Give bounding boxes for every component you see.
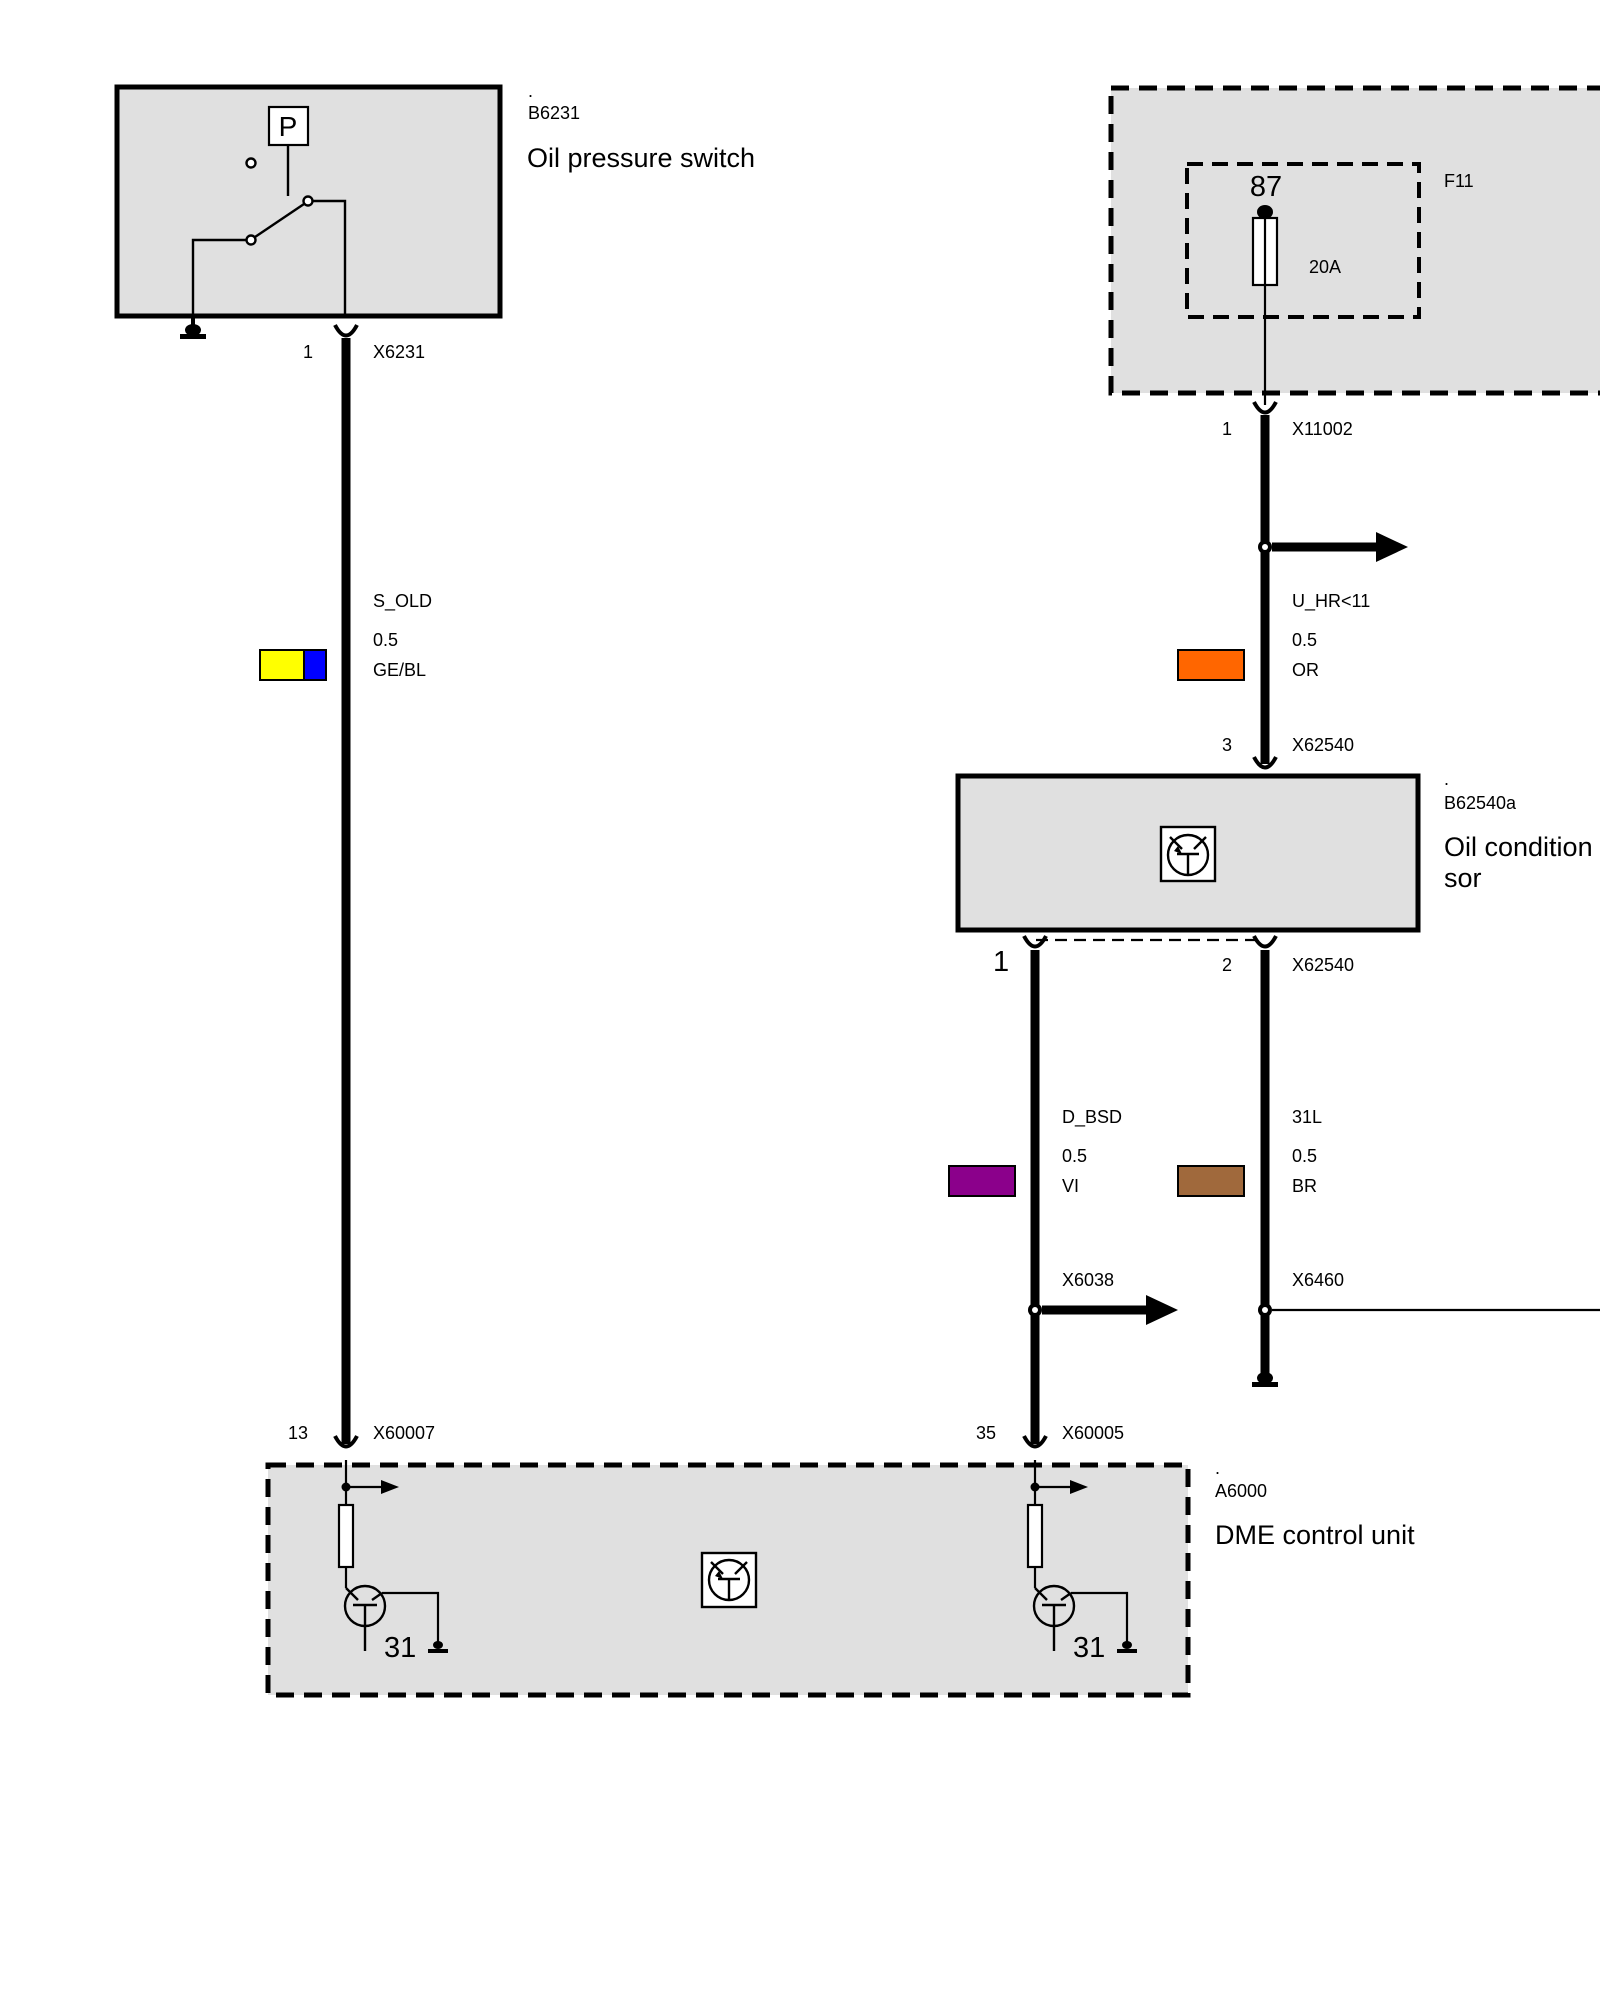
oil-pressure-switch[interactable]: P . B6231 Oil pressure switch — [114, 81, 755, 339]
fuse-rating: 20A — [1309, 257, 1341, 277]
wire-color-swatch-ge — [259, 649, 305, 681]
wire-color-swatch-bl — [303, 649, 327, 681]
wire-d-bsd-color-code: VI — [1062, 1176, 1079, 1196]
connector-x62540-pin1-icon — [1022, 935, 1048, 949]
oil-condition-sensor-name-line2: sor — [1444, 863, 1482, 893]
fuse-box[interactable]: 87 20A F11 — [1108, 85, 1600, 405]
dme-transistor-icon — [700, 1551, 758, 1609]
transistor-icon — [1159, 825, 1217, 883]
oil-pressure-switch-name: Oil pressure switch — [527, 143, 755, 173]
wire-31l-color-code: BR — [1292, 1176, 1317, 1196]
connector-x11002-pin: 1 — [1222, 419, 1232, 439]
pressure-symbol-label: P — [279, 111, 298, 142]
branch-x6038-arrow-icon[interactable] — [1146, 1295, 1178, 1325]
connector-x62540-pin1-label: 1 — [993, 946, 1009, 978]
dme-input-circuit-left — [337, 1460, 440, 1651]
oil-condition-sensor[interactable]: . B62540a Oil condition sor — [955, 769, 1593, 942]
dme-ground-left-label: 31 — [384, 1632, 416, 1664]
switch-contact-icon — [191, 145, 347, 316]
wire-u-hr[interactable]: U_HR<11 0.5 OR — [1177, 401, 1408, 770]
wire-s-old-color-code: GE/BL — [373, 660, 426, 680]
dme-ground-right-label: 31 — [1073, 1632, 1105, 1664]
fuse-icon — [1251, 205, 1279, 405]
connector-x62540-top-code: X62540 — [1292, 735, 1354, 755]
wire-color-swatch-vi — [948, 1165, 1016, 1197]
connector-x62540-top-pin: 3 — [1222, 735, 1232, 755]
connector-x60005-pin: 35 — [976, 1423, 996, 1443]
wire-s-old-signal: S_OLD — [373, 591, 432, 612]
dme-dot: . — [1215, 1458, 1220, 1478]
oil-condition-sensor-code: B62540a — [1444, 793, 1517, 813]
wire-s-old-size: 0.5 — [373, 630, 398, 650]
wire-31l-signal: 31L — [1292, 1107, 1322, 1127]
connector-x60005-code: X60005 — [1062, 1423, 1124, 1443]
connector-x6038-code: X6038 — [1062, 1270, 1114, 1290]
dme-name: DME control unit — [1215, 1520, 1415, 1550]
wire-color-swatch-br — [1177, 1165, 1245, 1197]
fuse-box-outline[interactable] — [1108, 85, 1600, 396]
fuse-terminal-label: 87 — [1250, 171, 1282, 203]
connector-x6231-pin: 1 — [303, 342, 313, 362]
fuse-sub-outline — [1185, 162, 1421, 319]
branch-arrow-icon[interactable] — [1376, 532, 1408, 562]
connector-x62540-top-icon — [1252, 756, 1278, 770]
wire-31l-size: 0.5 — [1292, 1146, 1317, 1166]
wire-d-bsd-signal: D_BSD — [1062, 1107, 1122, 1128]
connector-x60007-icon — [333, 1435, 359, 1449]
wire-d-bsd[interactable]: D_BSD 0.5 VI — [948, 935, 1178, 1449]
connector-x62540-pin2-code: X62540 — [1292, 955, 1354, 975]
wire-d-bsd-size: 0.5 — [1062, 1146, 1087, 1166]
oil-condition-sensor-dot: . — [1444, 769, 1449, 789]
connector-x62540-pin2-icon — [1252, 935, 1278, 949]
wire-u-hr-size: 0.5 — [1292, 630, 1317, 650]
wire-u-hr-color-code: OR — [1292, 660, 1319, 680]
connector-x62540-pin2: 2 — [1222, 955, 1232, 975]
oil-condition-sensor-name-line1: Oil condition — [1444, 832, 1593, 862]
dme-input-circuit-right — [1026, 1460, 1129, 1651]
dme-control-unit[interactable]: 31 31 . A6000 DME control unit — [265, 1458, 1415, 1698]
connector-x6231-code: X6231 — [373, 342, 425, 362]
connector-x60007-pin: 13 — [288, 1423, 308, 1443]
wire-u-hr-signal: U_HR<11 — [1292, 591, 1370, 612]
fuse-code: F11 — [1444, 171, 1474, 191]
wire-color-swatch-or — [1177, 649, 1245, 681]
connector-x11002-code: X11002 — [1292, 419, 1353, 439]
connector-x6460-code: X6460 — [1292, 1270, 1344, 1290]
ground-31l-icon — [1252, 1372, 1278, 1387]
dme-code: A6000 — [1215, 1481, 1267, 1501]
connector-x60005-icon — [1022, 1435, 1048, 1449]
ground-icon — [180, 316, 206, 339]
dme-ground-right-icon — [1117, 1641, 1137, 1653]
wire-31l[interactable]: 31L 0.5 BR — [1177, 935, 1600, 1387]
connector-x60007-code: X60007 — [373, 1423, 435, 1443]
oil-pressure-switch-dot: . — [528, 81, 533, 101]
dme-ground-left-icon — [428, 1641, 448, 1653]
connector-x11002-icon — [1252, 401, 1278, 415]
wire-s-old[interactable]: S_OLD 0.5 GE/BL — [259, 324, 432, 1449]
oil-pressure-switch-code: B6231 — [528, 103, 580, 123]
connector-x6231-icon — [333, 324, 359, 338]
